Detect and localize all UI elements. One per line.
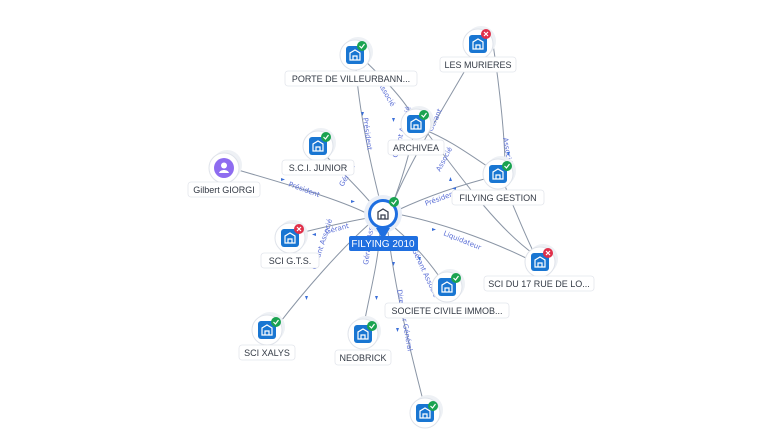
node-label: Gilbert GIORGI xyxy=(193,185,255,195)
edge-label-bottom: Directeur Général xyxy=(395,289,414,352)
arrow-marker xyxy=(361,112,364,116)
node-label: LES MURIERES xyxy=(444,60,511,70)
node-label: SOCIETE CIVILE IMMOB... xyxy=(391,306,502,316)
node-giorgi[interactable]: Gilbert GIORGI xyxy=(187,150,261,198)
node-filying-gestion[interactable]: FILYING GESTION xyxy=(451,156,545,206)
cross-mark xyxy=(296,226,302,232)
node-label: SCI G.T.S. xyxy=(269,256,312,266)
building-icon-glyph xyxy=(261,324,273,336)
check-badge-icon xyxy=(389,197,399,207)
node-label-box xyxy=(284,70,418,87)
check-mark xyxy=(453,275,459,281)
node-label: S.C.I. JUNIOR xyxy=(289,163,348,173)
building-icon-glyph xyxy=(419,407,431,419)
building-icon xyxy=(377,208,389,220)
check-mark xyxy=(369,323,375,329)
check-mark xyxy=(391,199,397,205)
building-icon-glyph xyxy=(410,118,422,130)
arrow-marker xyxy=(432,228,436,231)
node-label-box xyxy=(260,252,320,269)
node-label-box xyxy=(334,349,392,366)
node-neobrick[interactable]: NEOBRICK xyxy=(334,316,392,366)
arrow-marker xyxy=(375,296,378,300)
check-badge-icon xyxy=(357,41,367,51)
node-label: SCI XALYS xyxy=(244,348,290,358)
edge-giorgi xyxy=(237,169,367,214)
node-sci-immo[interactable]: SOCIETE CIVILE IMMOB... xyxy=(384,269,510,319)
node-label: PORTE DE VILLEURBANN... xyxy=(292,74,410,84)
check-badge-icon xyxy=(502,161,512,171)
node-murieres[interactable]: LES MURIERES xyxy=(439,26,517,73)
check-badge-icon xyxy=(451,273,461,283)
node-sci17[interactable]: SCI DU 17 RUE DE LO... xyxy=(483,244,595,292)
node-gts[interactable]: SCI G.T.S. xyxy=(260,220,320,269)
node-junior[interactable]: S.C.I. JUNIOR xyxy=(281,128,355,176)
node-label-box xyxy=(483,275,595,292)
building-icon-glyph xyxy=(312,140,324,152)
building-icon-glyph xyxy=(534,256,546,268)
check-mark xyxy=(323,134,329,140)
node-xalys[interactable]: SCI XALYS xyxy=(238,312,296,361)
node-label: ARCHIVEA xyxy=(393,143,439,153)
edge-fg-archivea xyxy=(424,129,491,169)
arrow-marker xyxy=(449,177,452,181)
edge-arrows xyxy=(281,112,510,332)
edge-bottom xyxy=(387,231,426,409)
node-center[interactable]: FILYING 2010 xyxy=(349,195,418,251)
cross-mark xyxy=(545,250,551,256)
check-mark xyxy=(504,163,510,169)
check-mark xyxy=(273,319,279,325)
check-badge-icon xyxy=(321,132,331,142)
edge-label-giorgi: Président xyxy=(287,180,321,199)
node-label-box xyxy=(439,56,517,73)
node-label-box xyxy=(238,344,296,361)
edge-label-sci17: Liquidateur xyxy=(442,229,482,251)
building-icon-glyph xyxy=(284,232,296,244)
building-icon-glyph xyxy=(357,328,369,340)
arrow-marker xyxy=(418,257,421,261)
arrow-marker xyxy=(305,296,308,300)
building-icon-glyph xyxy=(349,49,361,61)
node-label-box xyxy=(187,181,261,198)
edge-sci17 xyxy=(401,214,531,261)
arrow-marker xyxy=(312,233,316,236)
building-icon-glyph xyxy=(492,168,504,180)
arrow-marker xyxy=(392,262,395,266)
center-label-box xyxy=(349,236,418,251)
check-mark xyxy=(430,403,436,409)
arrow-marker xyxy=(396,328,399,332)
arrow-marker xyxy=(281,178,285,181)
node-label: SCI DU 17 RUE DE LO... xyxy=(488,279,590,289)
check-badge-icon xyxy=(428,401,438,411)
edge-label-porte: Président xyxy=(361,117,374,151)
edge-xalys xyxy=(277,224,369,326)
node-porte[interactable]: PORTE DE VILLEURBANN... xyxy=(284,37,418,87)
arrow-marker xyxy=(392,118,395,122)
node-label-box xyxy=(281,159,355,176)
building-icon-glyph xyxy=(441,281,453,293)
node-archivea[interactable]: ARCHIVEA xyxy=(387,106,445,156)
person-icon-body xyxy=(219,170,229,173)
person-icon-head xyxy=(221,162,227,169)
node-bottom[interactable] xyxy=(409,395,443,429)
arrow-marker xyxy=(351,200,355,203)
arrow-marker xyxy=(452,187,456,190)
check-badge-icon xyxy=(367,321,377,331)
center-pin-inner xyxy=(371,202,395,226)
node-label: FILYING GESTION xyxy=(459,193,536,203)
center-label: FILYING 2010 xyxy=(351,239,415,250)
check-badge-icon xyxy=(419,110,429,120)
check-mark xyxy=(359,43,365,49)
node-label-box xyxy=(384,302,510,319)
node-label-box xyxy=(387,139,445,156)
check-badge-icon xyxy=(271,317,281,327)
check-mark xyxy=(421,112,427,118)
node-label-box xyxy=(451,189,545,206)
center-pin-tip xyxy=(376,228,390,240)
building-icon-glyph xyxy=(472,38,484,50)
node-label: NEOBRICK xyxy=(339,353,386,363)
cross-mark xyxy=(483,31,489,37)
arrow-marker xyxy=(507,152,510,156)
